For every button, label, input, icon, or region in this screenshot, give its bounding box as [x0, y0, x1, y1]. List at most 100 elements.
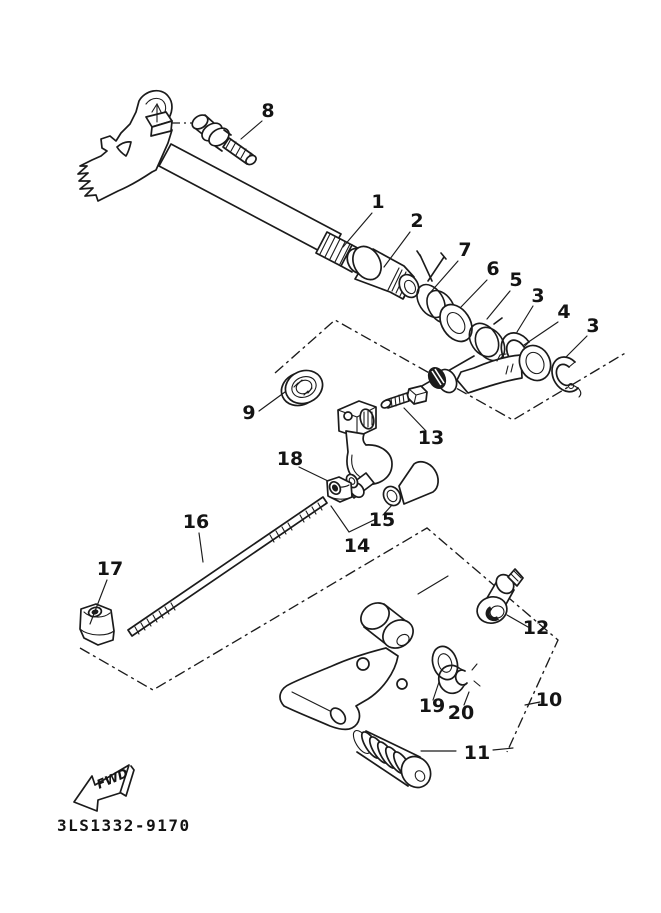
bolt13-tip — [380, 399, 392, 409]
pedal-peg-line — [291, 691, 335, 714]
part-washer-6 — [439, 303, 473, 343]
collar-step — [387, 267, 400, 291]
part-nut-18 — [326, 476, 353, 503]
leader-line-5 — [486, 290, 511, 320]
part-callout-15: 15 — [369, 509, 395, 531]
eclip20-inner — [454, 669, 468, 686]
leader-line-13 — [403, 407, 427, 432]
part-nut-17 — [79, 603, 115, 646]
pedal-hole-2 — [396, 678, 408, 690]
part-callout-17: 17 — [97, 558, 123, 580]
fwd-arrow-shape — [73, 764, 130, 812]
rod16-upper-threads — [299, 502, 323, 523]
part-callout-6: 6 — [486, 258, 499, 280]
seal9-hatch — [293, 379, 313, 396]
leader-line-3 — [516, 305, 534, 333]
spring7-prongs — [416, 250, 447, 282]
eclip20-prongs — [458, 663, 481, 688]
circlip3b-inner — [555, 363, 572, 387]
arm14-spline-hatch — [363, 410, 373, 428]
leader-line-8 — [240, 120, 263, 140]
part-callout-4: 4 — [557, 301, 570, 323]
collar-left-cap — [352, 245, 382, 281]
part-callout-3: 3 — [531, 285, 544, 307]
rod16-body — [127, 496, 328, 637]
part-bolt-13 — [380, 385, 428, 409]
joint12-eye-hole — [489, 605, 505, 619]
part-ball-joint-15 — [382, 460, 439, 507]
part-shift-pedal-10 — [279, 602, 414, 731]
leader-line-6 — [460, 279, 488, 308]
washer6-outer — [439, 303, 473, 343]
part-shift-arm-14 — [337, 400, 393, 499]
spring5-coil1 — [468, 322, 500, 358]
leader-line-14 — [330, 505, 377, 533]
leader-line-17 — [89, 579, 108, 625]
plate-triangle-hole — [116, 141, 132, 157]
part-callout-20: 20 — [448, 702, 474, 724]
plate-arrow-icon — [151, 102, 162, 123]
bolt8-threads — [225, 138, 252, 163]
part-ball-joint-12 — [476, 568, 524, 624]
part-callout-5: 5 — [509, 269, 522, 291]
part-callout-18: 18 — [277, 448, 303, 470]
part-pedal-rubber-11 — [352, 729, 432, 789]
nut18-bore — [331, 484, 339, 492]
shaft-spline-hatching — [319, 233, 351, 265]
joint12-eye-shade — [485, 606, 499, 622]
pedal-boss-top — [360, 602, 390, 630]
part-callout-16: 16 — [183, 511, 209, 533]
leader-line-1 — [342, 212, 373, 248]
joint12-stub-threads — [510, 570, 522, 582]
leader-line-3 — [565, 335, 588, 358]
leader-line-15 — [382, 504, 393, 516]
circlip3b-ends — [568, 361, 582, 398]
leader-line-19 — [432, 681, 440, 701]
spring5-hook — [493, 317, 503, 325]
collar-bore — [403, 279, 417, 295]
part-collar-2 — [352, 245, 420, 300]
part-bolt-8 — [191, 114, 257, 166]
leader-lines-layer — [89, 120, 588, 752]
bolt8-hex — [214, 129, 232, 152]
part-circlip-3b — [551, 356, 582, 398]
leader-line-7 — [428, 260, 459, 295]
part-stopper-lever-4 — [427, 344, 552, 394]
rubber-end-hole — [414, 770, 426, 782]
part-callout-1: 1 — [371, 191, 384, 213]
lever4-marks — [496, 353, 514, 375]
part-oil-seal-9 — [280, 369, 324, 407]
part-callout-3: 3 — [586, 315, 599, 337]
group-outline-upper — [274, 319, 628, 421]
part-washer-19 — [431, 645, 459, 681]
lever4-head-highlight — [431, 368, 445, 386]
part-callout-14: 14 — [344, 535, 370, 557]
leader-line-10 — [524, 701, 541, 706]
bolt13-head-facets — [408, 388, 428, 405]
part-shift-rod-16 — [127, 496, 328, 637]
arm14-pinch-hole — [343, 411, 353, 421]
lever4-eye-inner — [525, 351, 545, 375]
lever4-eye-outer — [518, 344, 552, 382]
pedal-boss-hole — [396, 633, 410, 647]
rod16-mid-hatch — [269, 522, 293, 543]
bolt8-tip — [245, 154, 257, 166]
part-callout-8: 8 — [261, 100, 274, 122]
plate-tab-front — [150, 120, 173, 137]
circlip3b-hole — [567, 382, 575, 390]
pedal-hole-1 — [356, 657, 370, 671]
leader-line-20 — [463, 691, 470, 706]
leader-line-4 — [523, 321, 559, 346]
rod16-lower-threads — [134, 602, 176, 635]
page-part-code: 3LS1332-9170 — [57, 816, 191, 835]
rubber-outline — [356, 730, 421, 787]
pedal-arm — [279, 647, 399, 731]
fwd-arrow: FWD — [73, 764, 135, 812]
part-callout-19: 19 — [419, 695, 445, 717]
part-callout-11: 11 — [464, 742, 490, 764]
joint15-body — [398, 460, 439, 505]
bolt8-flange2 — [208, 127, 230, 147]
